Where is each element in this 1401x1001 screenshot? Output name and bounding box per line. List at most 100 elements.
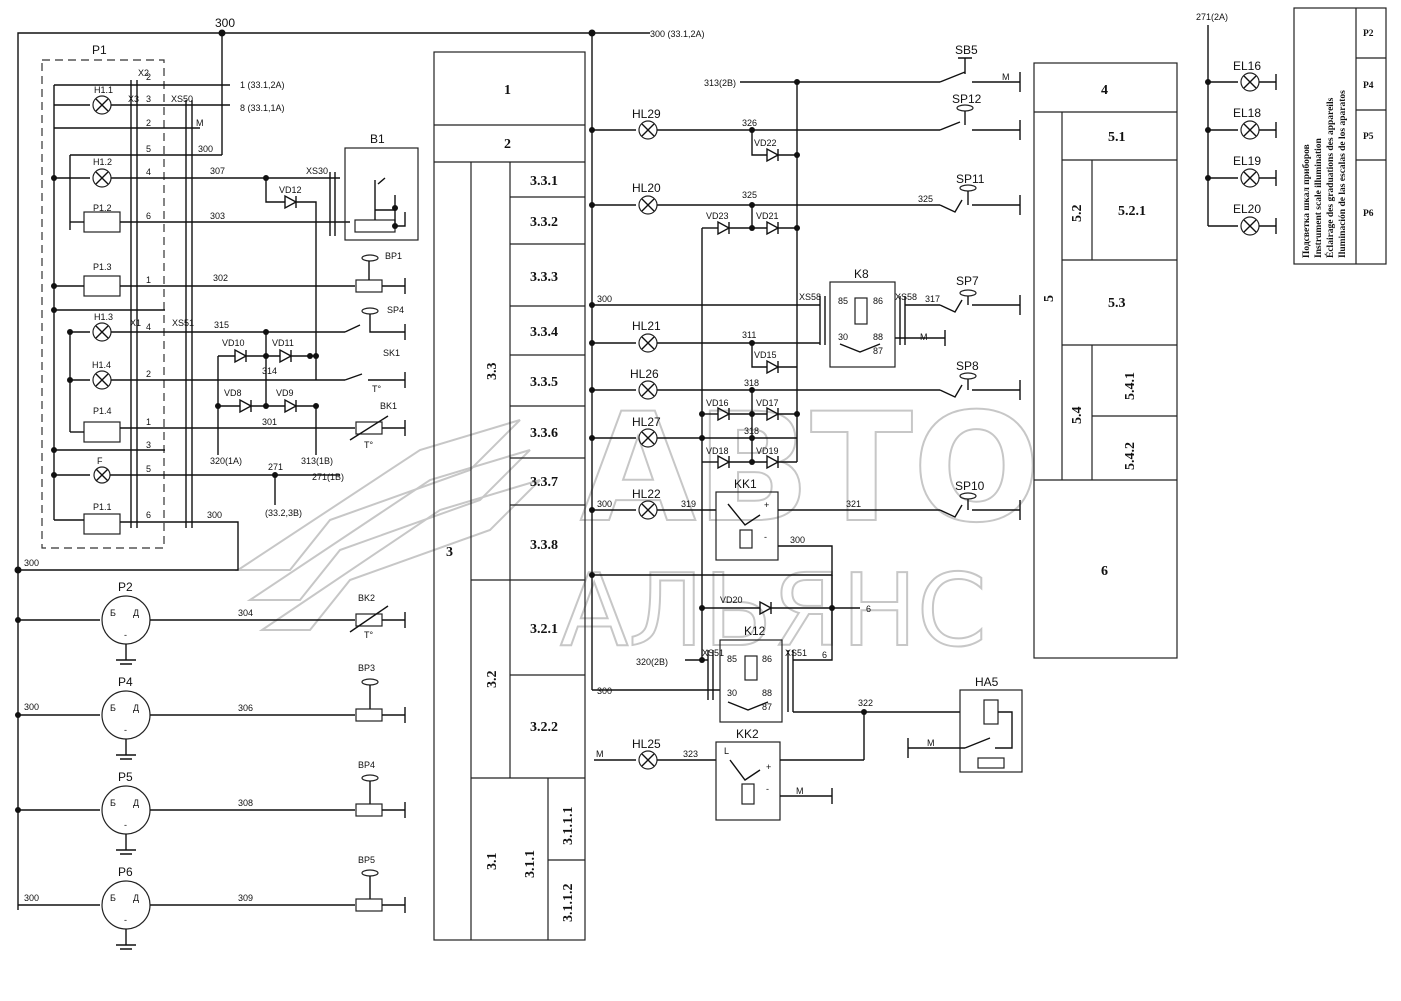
diode-label-vd19: VD19 <box>756 446 779 456</box>
lamp-label-hl29: HL29 <box>632 107 661 121</box>
svg-text:L: L <box>724 746 729 756</box>
sec-331: 3.3.1 <box>530 174 558 189</box>
diode-label-vd8: VD8 <box>224 388 242 398</box>
svg-text:T°: T° <box>364 630 373 640</box>
svg-text:Д: Д <box>133 798 139 808</box>
svg-text:Д: Д <box>133 703 139 713</box>
svg-text:2: 2 <box>146 369 151 379</box>
svg-text:6: 6 <box>146 211 151 221</box>
illum-lamp-0: EL16 <box>1233 59 1261 73</box>
bp1-sensor: BP1 <box>355 251 406 294</box>
svg-text:-: - <box>124 820 127 830</box>
wire-320: 320(1A) <box>210 456 242 466</box>
rsec-51: 5.1 <box>1108 130 1126 145</box>
hl21-row: HL21 311 VD15 <box>589 319 820 375</box>
wire-326: 326 <box>742 118 757 128</box>
svg-text:-: - <box>764 532 767 542</box>
kk2-label: KK2 <box>736 727 759 741</box>
gauge-sensor-p6: BP5 <box>358 855 375 865</box>
rsec-541: 5.4.1 <box>1123 372 1138 400</box>
svg-text:M: M <box>927 738 935 748</box>
b1-label: B1 <box>370 132 385 146</box>
diode-label-vd9: VD9 <box>276 388 294 398</box>
wire-300-ref: 300 (33.1,2A) <box>650 29 705 39</box>
svg-text:M: M <box>196 118 204 128</box>
wire-300-top: 300 <box>215 16 235 30</box>
wire-307: 307 <box>210 166 225 176</box>
svg-text:M: M <box>920 332 928 342</box>
gauge-wire-p5: 308 <box>238 798 253 808</box>
gauge-label-p5: P5 <box>118 770 133 784</box>
svg-text:-: - <box>124 630 127 640</box>
sec-332: 3.3.2 <box>530 215 558 230</box>
svg-text:2: 2 <box>146 118 151 128</box>
wire-300a: 300 <box>198 144 213 154</box>
switch-label-sp7: SP7 <box>956 274 979 288</box>
rsec-54: 5.4 <box>1070 407 1085 425</box>
sec-3: 3 <box>446 545 453 560</box>
el18-row: EL18 <box>1205 106 1277 140</box>
caption-es: Iluminación de las escalas de los aparat… <box>1338 90 1348 258</box>
hl20-row: HL20 325 325 VD23 VD21 SP11 <box>589 172 1021 236</box>
sec-333: 3.3.3 <box>530 270 558 285</box>
svg-text:2: 2 <box>146 72 151 82</box>
svg-text:4: 4 <box>146 167 151 177</box>
hl25-row: M HL25 323 KK2 L +- M <box>594 727 864 821</box>
p1-element-7: F <box>97 456 103 466</box>
svg-text:M: M <box>1002 72 1010 82</box>
diode-label-vd10: VD10 <box>222 338 245 348</box>
wire-319: 319 <box>681 499 696 509</box>
gauge-sensor-p5: BP4 <box>358 760 375 770</box>
gauge-wire-p2: 304 <box>238 608 253 618</box>
svg-text:87: 87 <box>762 702 772 712</box>
lamp-label-hl25: HL25 <box>632 737 661 751</box>
wire-314: 314 <box>262 366 277 376</box>
caption-ru: Подсветка шкал приборов <box>1301 144 1312 258</box>
sec-1: 1 <box>504 83 511 98</box>
gauge-label-p6: P6 <box>118 865 133 879</box>
svg-text:-: - <box>124 915 127 925</box>
wire-302: 302 <box>213 273 228 283</box>
diode-label-vd16: VD16 <box>706 398 729 408</box>
el16-row: EL16 <box>1205 59 1277 92</box>
illumination-group: 271(2A) EL16 EL18 EL19 EL20 <box>1196 7 1387 265</box>
wire-300f: 300 <box>597 294 612 304</box>
p1-element-5: H1.4 <box>92 360 111 370</box>
wire-301: 301 <box>262 417 277 427</box>
svg-text:86: 86 <box>873 296 883 306</box>
p1-element-0: H1.1 <box>94 85 113 95</box>
legend-row-1: P4 <box>1363 81 1374 91</box>
sec-338: 3.3.8 <box>530 538 558 553</box>
wire-33-2-3b: (33.2,3B) <box>265 508 302 518</box>
svg-text:3: 3 <box>146 440 151 450</box>
wire-311: 311 <box>742 330 756 340</box>
b1-sensor: B1 <box>344 132 419 241</box>
sb5-button[interactable]: 313(2B) SB5 M <box>704 43 1021 92</box>
p1-element-4: H1.3 <box>94 312 113 322</box>
svg-text:M: M <box>796 786 804 796</box>
sec-3112: 3.1.1.2 <box>561 884 576 923</box>
wire-321: 321 <box>846 499 861 509</box>
switch-label-sp10: SP10 <box>955 479 985 493</box>
gauge-wire-p4: 306 <box>238 703 253 713</box>
switch-label-sp11: SP11 <box>956 172 985 186</box>
sec-2: 2 <box>504 137 511 152</box>
wire-318b: 318 <box>744 426 759 436</box>
xs50-label: XS50 <box>171 94 193 104</box>
svg-text:6: 6 <box>146 510 151 520</box>
sk1-switch: T° <box>344 372 406 394</box>
k8-label: K8 <box>854 267 869 281</box>
wire-300c: 300 <box>24 558 39 568</box>
ha5-buzzer: HA5 M <box>907 675 1023 773</box>
svg-text:85: 85 <box>727 654 737 664</box>
svg-text:87: 87 <box>873 346 883 356</box>
wire-313: 313(1B) <box>301 456 333 466</box>
svg-text:3: 3 <box>146 94 151 104</box>
gauge-sensor-p4: BP3 <box>358 663 375 673</box>
switch-label-sk1: SK1 <box>383 348 400 358</box>
rsec-52: 5.2 <box>1070 205 1085 223</box>
xs51c-label: XS51 <box>785 648 807 658</box>
wire-271-link: 271 271(1B) (33.2,3B) <box>265 462 344 518</box>
